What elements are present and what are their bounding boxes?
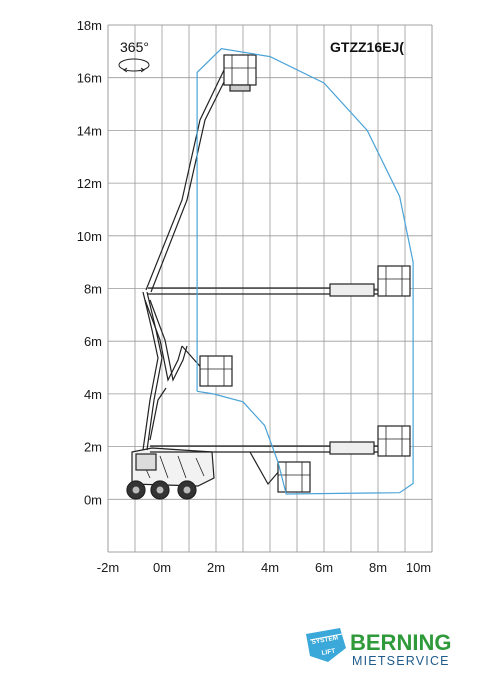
boom-max-height bbox=[142, 54, 257, 451]
y-tick-label: 18m bbox=[77, 18, 102, 33]
model-title: GTZZ16EJ( bbox=[330, 39, 404, 55]
axis-tick-labels: 0m 2m 4m 6m 8m 10m 12m 14m 16m 18m -2m 0m 2m 4m 6m 8m 10… bbox=[77, 18, 431, 575]
boom-mid-height bbox=[144, 299, 233, 387]
x-tick-label: 6m bbox=[315, 560, 333, 575]
boom-horizontal-2m bbox=[150, 425, 411, 457]
rotation-label: 365° bbox=[120, 39, 149, 55]
brand-name: BERNING bbox=[350, 630, 451, 655]
y-tick-label: 2m bbox=[84, 440, 102, 455]
y-tick-label: 4m bbox=[84, 387, 102, 402]
y-tick-label: 8m bbox=[84, 282, 102, 297]
boom-horizontal-8m bbox=[148, 265, 411, 297]
system-lift-badge-icon: SYSTEM LIFT bbox=[306, 628, 346, 662]
berning-logo: SYSTEM LIFT BERNING MIETSERVICE bbox=[306, 628, 451, 668]
x-tick-label: 2m bbox=[207, 560, 225, 575]
y-tick-label: 16m bbox=[77, 71, 102, 86]
boom-lift-drawings bbox=[126, 54, 411, 500]
badge-bottom-text: LIFT bbox=[321, 648, 336, 657]
x-tick-label: 0m bbox=[153, 560, 171, 575]
boom-low-reach bbox=[149, 387, 311, 493]
y-tick-label: 6m bbox=[84, 334, 102, 349]
working-envelope bbox=[196, 48, 414, 495]
x-tick-label: 8m bbox=[369, 560, 387, 575]
x-tick-label: 10m bbox=[406, 560, 431, 575]
lift-chassis bbox=[126, 447, 215, 500]
y-tick-label: 0m bbox=[84, 492, 102, 507]
badge-top-text: SYSTEM bbox=[311, 634, 339, 646]
y-tick-label: 10m bbox=[77, 229, 102, 244]
rotation-indicator: 365° bbox=[118, 39, 150, 73]
x-tick-label: -2m bbox=[97, 560, 119, 575]
y-tick-label: 12m bbox=[77, 176, 102, 191]
brand-sub: MIETSERVICE bbox=[352, 654, 450, 668]
y-tick-label: 14m bbox=[77, 123, 102, 138]
rotation-arrow-icon bbox=[118, 58, 150, 72]
x-tick-label: 4m bbox=[261, 560, 279, 575]
